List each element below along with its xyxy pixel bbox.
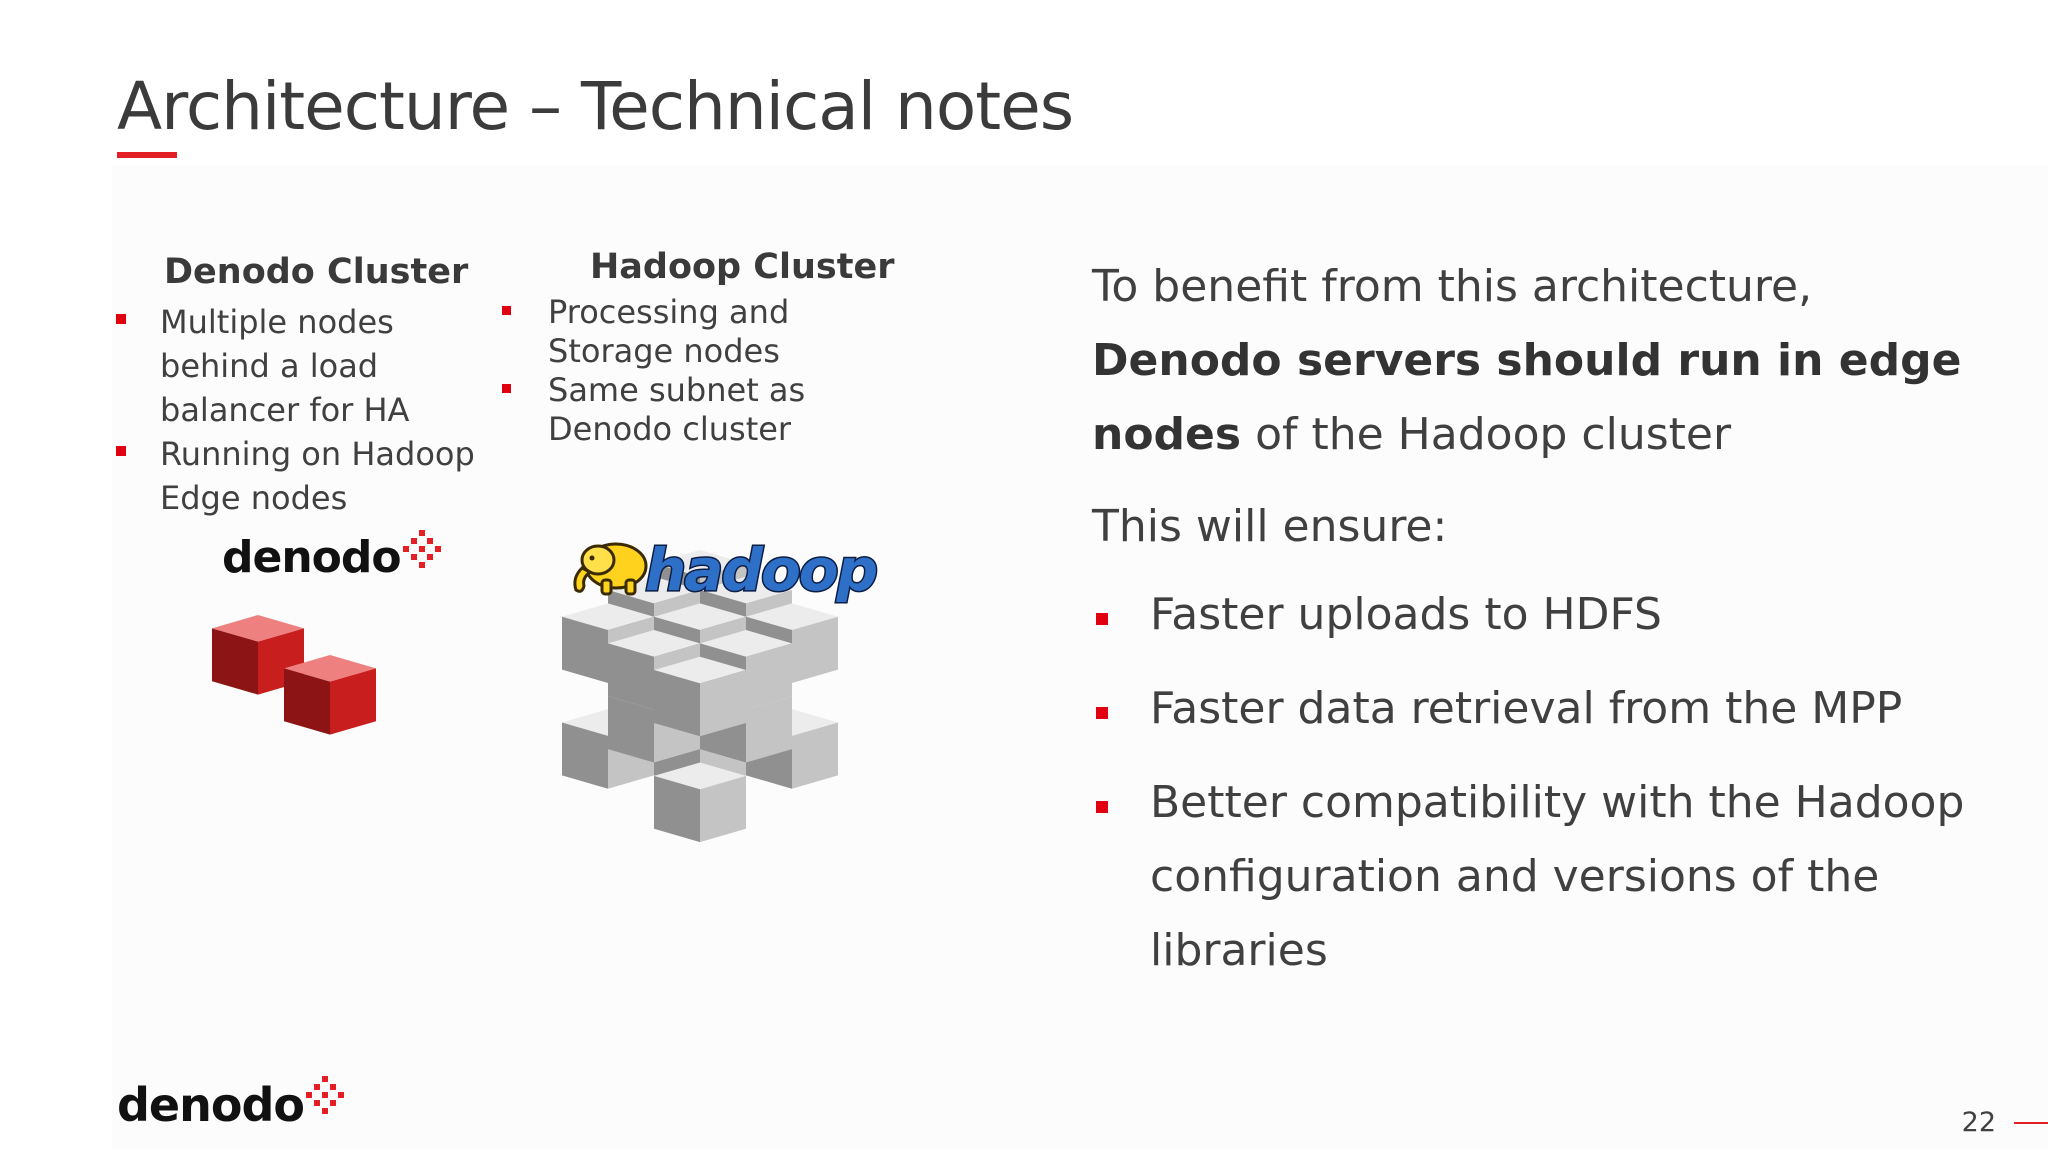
bullet-square-icon	[116, 314, 126, 324]
cube-face	[746, 696, 792, 763]
list-item: Same subnet as Denodo cluster	[502, 371, 922, 449]
list-item: Better compatibility with the Hadoop con…	[1092, 766, 1992, 988]
cube-face	[654, 603, 746, 631]
cube-face	[654, 762, 746, 790]
cube-face	[700, 775, 746, 843]
list-item: Faster data retrieval from the MPP	[1092, 672, 1992, 746]
cube-face	[654, 656, 746, 684]
list-item: Running on Hadoop Edge nodes	[116, 432, 476, 520]
cube-face	[700, 630, 792, 657]
benefits-list: Faster uploads to HDFS Faster data retri…	[1092, 578, 1992, 1008]
denodo-cluster-heading: Denodo Cluster	[164, 252, 469, 292]
cube-face	[792, 616, 838, 683]
denodo-dots-icon	[402, 530, 441, 568]
cube-face	[562, 616, 608, 683]
list-item: Processing and Storage nodes	[502, 293, 922, 371]
cube-face	[284, 668, 330, 735]
hadoop-logo: hadoop	[643, 535, 879, 606]
cube-face	[792, 722, 838, 789]
cube-face	[608, 643, 654, 710]
cube-face	[330, 668, 376, 735]
intro-paragraph: To benefit from this architecture, Denod…	[1092, 261, 1962, 460]
denodo-cubes-graphic	[212, 615, 376, 735]
bullet-square-icon	[502, 306, 511, 315]
bullet-square-icon	[502, 384, 511, 393]
cube-face	[700, 670, 746, 737]
cube-face	[746, 643, 792, 710]
list-item: Faster uploads to HDFS	[1092, 578, 1992, 652]
title-underline	[117, 152, 177, 158]
slide-title: Architecture – Technical notes	[117, 68, 1074, 145]
cube-face	[562, 603, 654, 631]
denodo-dots-icon	[306, 1076, 345, 1114]
hadoop-elephant-icon	[573, 542, 648, 596]
cube-face	[654, 670, 700, 737]
cube-face	[608, 630, 700, 657]
page-number-rule	[2014, 1122, 2048, 1124]
bullet-square-icon	[1096, 707, 1108, 719]
ensure-label: This will ensure:	[1092, 501, 1448, 552]
bullet-square-icon	[1096, 613, 1108, 625]
content-panel	[112, 165, 2048, 1150]
bullet-square-icon	[116, 446, 126, 456]
denodo-logo: denodo	[222, 530, 443, 583]
list-item: Multiple nodes behind a load balancer fo…	[116, 300, 476, 432]
hadoop-cubes-graphic	[562, 550, 838, 843]
cube-face	[562, 722, 608, 789]
cube-face	[212, 628, 258, 695]
hadoop-cluster-list: Processing and Storage nodes Same subnet…	[502, 293, 922, 449]
denodo-cluster-list: Multiple nodes behind a load balancer fo…	[116, 300, 476, 520]
cube-face	[608, 696, 654, 763]
intro-emphasis: Denodo servers should run in edge nodes	[1092, 335, 1962, 460]
cube-face	[654, 775, 700, 843]
cube-face	[746, 603, 838, 631]
hadoop-cluster-heading: Hadoop Cluster	[590, 247, 895, 287]
footer-denodo-logo: denodo	[117, 1076, 346, 1132]
page-number: 22	[1961, 1107, 1996, 1138]
bullet-square-icon	[1096, 801, 1108, 813]
